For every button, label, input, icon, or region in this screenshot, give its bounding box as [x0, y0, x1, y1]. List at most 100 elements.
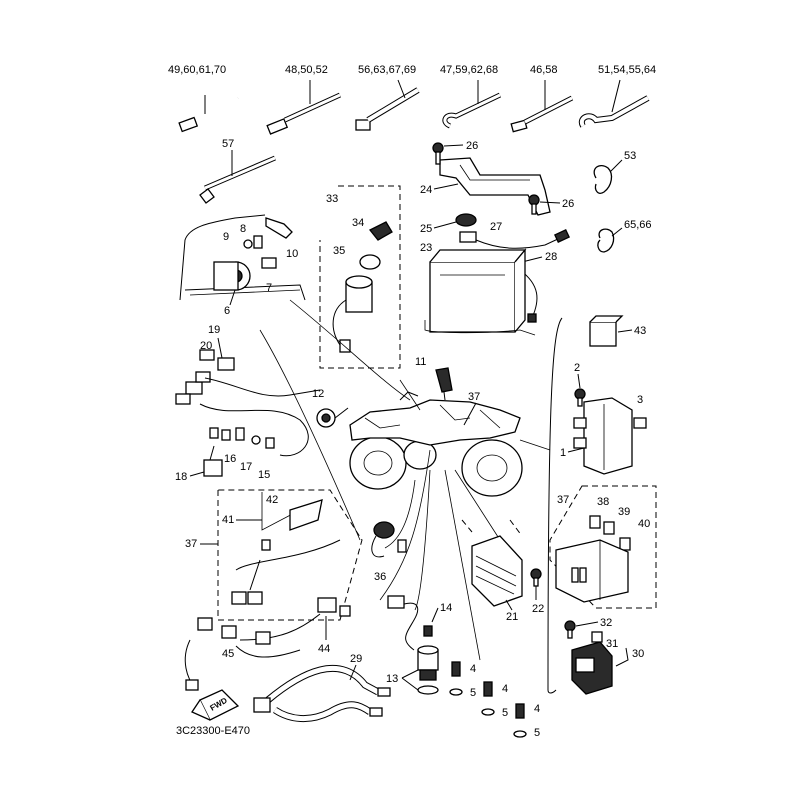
callout-47-59-62-68: 47,59,62,68 — [440, 64, 498, 76]
cable-tie-46 — [510, 80, 574, 133]
switch-36 — [371, 521, 407, 558]
callout-56-63-67-69: 56,63,67,69 — [358, 64, 416, 76]
cdi-unit — [573, 397, 633, 475]
battery-bracket — [439, 157, 551, 216]
callout-2: 2 — [574, 362, 580, 374]
wire-harness-19 — [175, 349, 321, 457]
callout-4-c: 4 — [534, 703, 540, 715]
callout-40: 40 — [638, 518, 650, 530]
callout-38: 38 — [597, 496, 609, 508]
callout-4-a: 4 — [470, 663, 476, 675]
callout-43: 43 — [634, 325, 646, 337]
cable-tie-47 — [442, 80, 502, 129]
part-18 — [203, 445, 223, 477]
switch-4-b — [481, 681, 495, 716]
cable-tie-57 — [199, 150, 276, 204]
bolt-26-top — [432, 142, 444, 165]
callout-22: 22 — [532, 603, 544, 615]
clamp-53 — [593, 164, 613, 194]
callout-20: 20 — [200, 340, 212, 352]
callout-8: 8 — [240, 223, 246, 235]
callout-5-c: 5 — [534, 727, 540, 739]
grommet-3 — [633, 417, 647, 429]
rectifier-regulator-21 — [461, 519, 523, 607]
callout-18: 18 — [175, 471, 187, 483]
callout-34: 34 — [352, 217, 364, 229]
callout-32: 32 — [600, 617, 612, 629]
starter-relay-30 — [564, 620, 613, 695]
part-15 — [265, 437, 275, 449]
callout-57: 57 — [222, 138, 234, 150]
diagram-code: 3C23300-E470 — [176, 725, 250, 737]
callout-5-b: 5 — [502, 707, 508, 719]
callout-28: 28 — [545, 251, 557, 263]
relay-43 — [589, 315, 624, 347]
callout-23: 23 — [420, 242, 432, 254]
callout-5-a: 5 — [470, 687, 476, 699]
switch-4-c — [513, 703, 527, 738]
cable-tie-48 — [266, 80, 342, 135]
callout-9: 9 — [223, 231, 229, 243]
callout-48-50-52: 48,50,52 — [285, 64, 328, 76]
cable-tie-51 — [578, 79, 650, 128]
callout-14: 14 — [440, 602, 452, 614]
callout-3: 3 — [637, 394, 643, 406]
callout-6: 6 — [224, 305, 230, 317]
callout-26-side: 26 — [562, 198, 574, 210]
callout-30: 30 — [632, 648, 644, 660]
callout-29: 29 — [350, 653, 362, 665]
callout-26-top: 26 — [466, 140, 478, 152]
callout-45: 45 — [222, 648, 234, 660]
callout-51-54-55-64: 51,54,55,64 — [598, 64, 656, 76]
bolt-26-side — [528, 194, 540, 215]
callout-37-center: 37 — [468, 391, 480, 403]
main-switch-box — [319, 185, 401, 369]
dashed-box-37-left — [217, 489, 363, 621]
cable-29 — [253, 664, 391, 722]
callout-49-60-61-70: 49,60,61,70 — [168, 64, 226, 76]
cable-tie-49 — [178, 95, 239, 133]
wire-harness-44-45 — [184, 597, 351, 691]
clamp-65-66 — [597, 228, 615, 253]
battery — [429, 248, 527, 333]
callout-25: 25 — [420, 223, 432, 235]
callout-35: 35 — [333, 245, 345, 257]
callout-10: 10 — [286, 248, 298, 260]
callout-53: 53 — [624, 150, 636, 162]
callout-37-left: 37 — [185, 538, 197, 550]
spark-plug-11 — [435, 367, 453, 401]
atv-vehicle-outline — [349, 391, 523, 497]
callout-36: 36 — [374, 571, 386, 583]
callout-12: 12 — [312, 388, 324, 400]
callout-4-b: 4 — [502, 683, 508, 695]
callout-24: 24 — [420, 184, 432, 196]
callout-39: 39 — [618, 506, 630, 518]
callout-65-66: 65,66 — [624, 219, 652, 231]
callout-21: 21 — [506, 611, 518, 623]
bolt-2 — [574, 388, 586, 407]
callout-17: 17 — [240, 461, 252, 473]
callout-7: 7 — [266, 282, 272, 294]
callout-41: 41 — [222, 514, 234, 526]
callout-42: 42 — [266, 494, 278, 506]
dashed-box-37-right — [549, 485, 657, 609]
callout-1: 1 — [560, 447, 566, 459]
switch-4-a — [449, 661, 463, 696]
callout-16: 16 — [224, 453, 236, 465]
part-16 — [235, 427, 245, 441]
callout-46-58: 46,58 — [530, 64, 558, 76]
damper-25 — [455, 213, 477, 227]
callout-15: 15 — [258, 469, 270, 481]
ignition-coil-group — [179, 214, 306, 301]
callout-27: 27 — [490, 221, 502, 233]
sensor-13-14 — [387, 595, 439, 695]
switch-12 — [316, 407, 349, 428]
callout-44: 44 — [318, 643, 330, 655]
cable-tie-56 — [355, 79, 420, 131]
callout-37-right: 37 — [557, 494, 569, 506]
callout-31: 31 — [606, 638, 618, 650]
callout-33: 33 — [326, 193, 338, 205]
callout-19: 19 — [208, 324, 220, 336]
part-17 — [251, 435, 261, 445]
